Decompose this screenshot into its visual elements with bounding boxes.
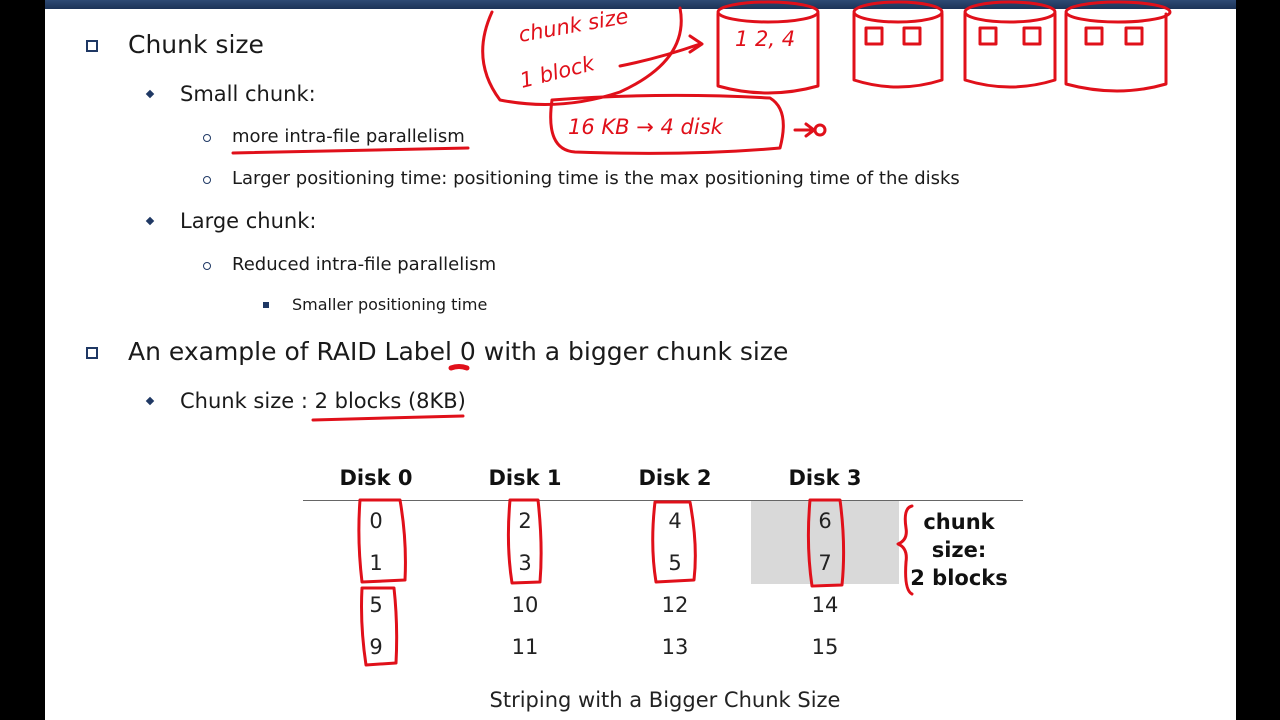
table-header-disk2: Disk 2 xyxy=(638,466,712,490)
table-cell: 5 xyxy=(369,593,383,617)
diamond-bullet-icon xyxy=(145,89,155,99)
slide: Chunk size Small chunk: more intra-file … xyxy=(45,0,1236,720)
bullet-smaller-positioning: Smaller positioning time xyxy=(292,295,488,314)
slide-header-bar xyxy=(45,0,1236,9)
bullet-reduced-parallelism: Reduced intra-file parallelism xyxy=(232,254,497,275)
table-cell: 4 xyxy=(668,509,682,533)
square-bullet-icon xyxy=(86,347,98,359)
table-cell: 2 xyxy=(518,509,532,533)
bullet-chunk-size-value: Chunk size : 2 blocks (8KB) xyxy=(180,389,466,413)
table-header-disk0: Disk 0 xyxy=(339,466,413,490)
table-cell: 0 xyxy=(369,509,383,533)
table-cell: 10 xyxy=(511,593,539,617)
square-bullet-icon xyxy=(86,40,98,52)
circle-bullet-icon xyxy=(203,176,211,184)
diamond-bullet-icon xyxy=(145,216,155,226)
bullet-more-parallelism: more intra-file parallelism xyxy=(232,126,465,147)
table-cell: 1 xyxy=(369,551,383,575)
diamond-bullet-icon xyxy=(145,396,155,406)
table-header-disk3: Disk 3 xyxy=(788,466,862,490)
table-cell: 13 xyxy=(661,635,689,659)
table-cell: 11 xyxy=(511,635,539,659)
table-cell: 5 xyxy=(668,551,682,575)
bullet-chunk-size: Chunk size xyxy=(128,30,264,59)
table-cell: 6 xyxy=(818,509,832,533)
table-cell: 15 xyxy=(811,635,839,659)
small-square-bullet-icon xyxy=(263,302,269,308)
table-cell: 3 xyxy=(518,551,532,575)
circle-bullet-icon xyxy=(203,134,211,142)
bullet-raid-example: An example of RAID Label 0 with a bigger… xyxy=(128,337,789,366)
table-rule xyxy=(303,500,1023,501)
chunk-size-label: chunk size: 2 blocks xyxy=(910,510,1008,590)
table-cell: 12 xyxy=(661,593,689,617)
table-cell: 7 xyxy=(818,551,832,575)
bullet-large-chunk: Large chunk: xyxy=(180,209,317,233)
table-cell: 14 xyxy=(811,593,839,617)
circle-bullet-icon xyxy=(203,262,211,270)
figure-caption: Striping with a Bigger Chunk Size xyxy=(489,688,841,712)
table-header-disk1: Disk 1 xyxy=(488,466,562,490)
bullet-small-chunk: Small chunk: xyxy=(180,82,316,106)
bullet-larger-positioning: Larger positioning time: positioning tim… xyxy=(232,168,960,189)
table-cell: 9 xyxy=(369,635,383,659)
